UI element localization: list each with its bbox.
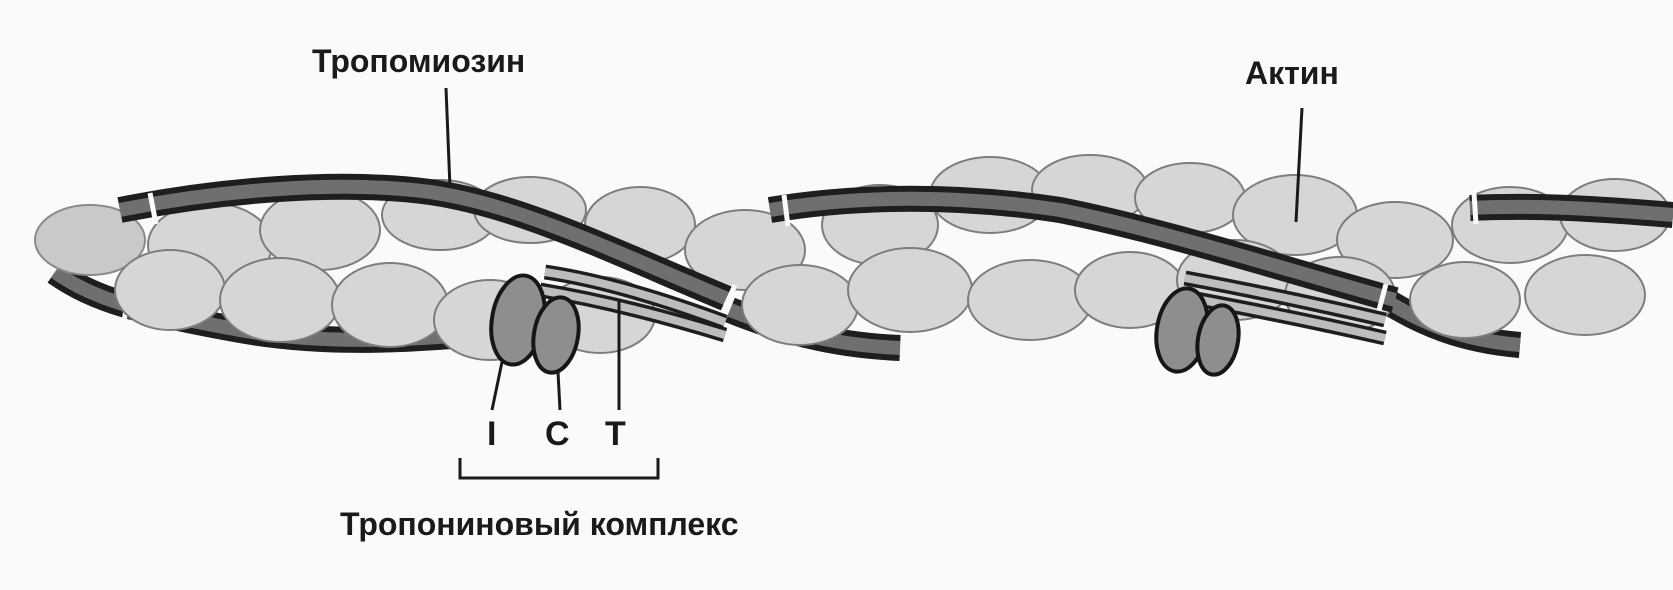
troponin-t-label: T <box>605 415 626 453</box>
troponin-c-leader <box>558 372 560 410</box>
troponin-i-label: I <box>487 415 496 453</box>
troponin-complex-label: Тропониновый комплекс <box>340 506 739 542</box>
troponin-c-label: C <box>545 415 570 453</box>
troponin-i-leader <box>492 362 502 410</box>
tropomyosin-label: Тропомиозин <box>312 43 525 79</box>
actin-label: Актин <box>1245 55 1339 91</box>
tropomyosin-leader <box>446 88 450 188</box>
troponin-complex-bracket <box>460 458 658 478</box>
